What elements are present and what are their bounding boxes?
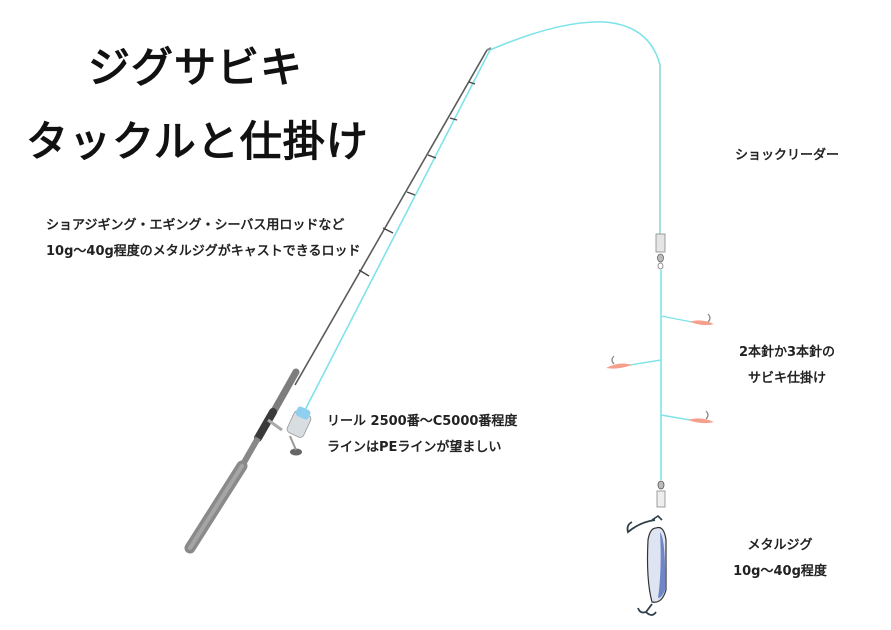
sabiki-rig — [606, 313, 714, 424]
spinning-reel-icon — [267, 406, 312, 456]
rod-label-line-1: ショアジギング・エギング・シーバス用ロッドなど — [46, 218, 345, 233]
metal-jig-icon — [626, 480, 667, 616]
title-line-1: ジグサビキ — [88, 43, 304, 92]
metal-jig-label-line-1: メタルジグ — [747, 538, 813, 553]
shock-leader-label-line-1: ショックリーダー — [735, 148, 840, 163]
sabiki-label-line-1: 2本針か3本針の — [738, 345, 836, 360]
title-line-2: タックルと仕掛け — [26, 117, 369, 166]
shock-leader-line — [659, 65, 662, 480]
reel-label: リール 2500番〜C5000番程度 ラインはPEラインが望ましい — [327, 409, 517, 461]
metal-jig-label-line-2: 10g〜40g程度 — [733, 564, 827, 579]
rod-label-line-2: 10g〜40g程度のメタルジグがキャストできるロッド — [46, 244, 361, 259]
reel-label-line-1: リール 2500番〜C5000番程度 — [327, 414, 518, 429]
reel-label-line-2: ラインはPEラインが望ましい — [327, 440, 502, 455]
rod-label: ショアジギング・エギング・シーバス用ロッドなど 10g〜40g程度のメタルジグが… — [46, 213, 361, 265]
sabiki-label: 2本針か3本針の サビキ仕掛け — [732, 340, 842, 392]
metal-jig-label: メタルジグ 10g〜40g程度 — [730, 533, 830, 585]
swivel-icon — [655, 233, 666, 270]
rod-guides — [358, 81, 476, 277]
fishing-rod — [184, 47, 492, 554]
sabiki-hook-3 — [660, 410, 714, 424]
sabiki-hook-1 — [660, 313, 714, 326]
shock-leader-label: ショックリーダー — [735, 143, 839, 169]
sabiki-label-line-2: サビキ仕掛け — [747, 371, 826, 386]
sabiki-hook-2 — [606, 355, 662, 369]
main-line — [304, 21, 661, 411]
